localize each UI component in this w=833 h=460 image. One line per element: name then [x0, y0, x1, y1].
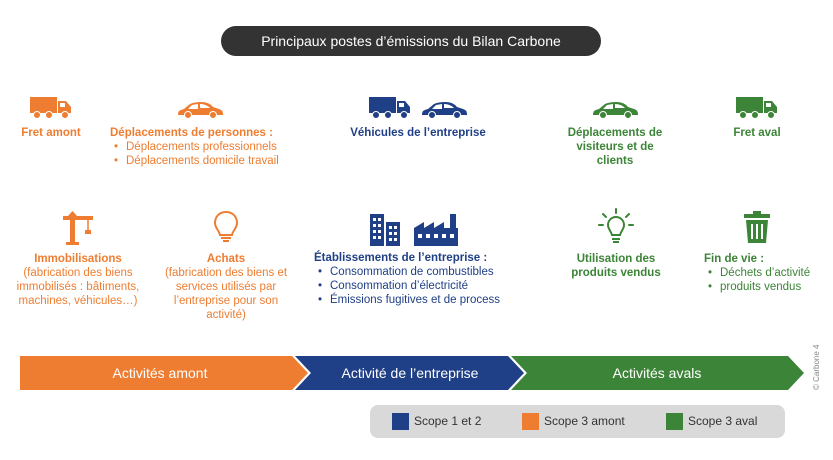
credit-text: © Carbone 4 — [812, 344, 821, 390]
lightbulb-icon — [598, 208, 634, 243]
list-item: Consommation de combustibles — [314, 265, 544, 279]
deplacements-personnes-title: Déplacements de personnes : — [110, 127, 273, 139]
immobilisations-text: (fabrication des biens immobilisés : bât… — [16, 267, 140, 307]
legend-label-scope-1-2: Scope 1 et 2 — [414, 414, 482, 428]
etablissements-list: Consommation de combustibles Consommatio… — [314, 265, 544, 307]
deplacements-personnes-list: Déplacements professionnels Déplacements… — [110, 140, 320, 168]
list-item: Émissions fugitives et de process — [314, 293, 544, 307]
etablissements-title: Établissements de l’entreprise : — [314, 252, 488, 264]
legend-swatch-scope-1-2 — [392, 413, 409, 430]
diagram-title: Principaux postes d’émissions du Bilan C… — [221, 26, 601, 56]
fret-amont-title: Fret amont — [21, 127, 81, 139]
bar-segment-avals — [511, 356, 804, 390]
fret-aval-title: Fret aval — [733, 127, 781, 139]
deplacements-visiteurs-title: Déplacements de visiteurs et de clients — [567, 127, 663, 167]
list-item: Déplacements professionnels — [110, 140, 320, 154]
lightbulb-outline-icon — [213, 210, 239, 242]
legend-swatch-scope-3-amont — [522, 413, 539, 430]
truck-icon — [369, 97, 410, 119]
crane-icon — [63, 211, 93, 245]
deplacements-personnes: Déplacements de personnes : Déplacements… — [110, 100, 320, 168]
vehicules-entreprise: Véhicules de l’entreprise — [338, 96, 498, 140]
car-icon — [178, 102, 223, 119]
factory-icon — [414, 214, 458, 246]
car-icon — [593, 102, 638, 119]
immobilisations-title: Immobilisations — [34, 253, 122, 265]
truck-icon — [736, 97, 777, 119]
fret-aval: Fret aval — [724, 96, 790, 140]
car-icon — [422, 102, 467, 119]
fret-amont: Fret amont — [18, 96, 84, 140]
fin-de-vie-list: Déchets d’activité produits vendus — [704, 266, 830, 294]
achats-text: (fabrication des biens et services utili… — [164, 267, 288, 321]
activity-bar — [20, 356, 804, 390]
list-item: Consommation d’électricité — [314, 279, 544, 293]
trash-icon — [744, 211, 770, 243]
list-item: Déplacements domicile travail — [110, 154, 320, 168]
achats: Achats (fabrication des biens et service… — [160, 210, 292, 322]
legend: Scope 1 et 2 Scope 3 amont Scope 3 aval — [370, 405, 785, 438]
deplacements-visiteurs: Déplacements de visiteurs et de clients — [560, 100, 670, 168]
bar-label-avals: Activités avals — [612, 365, 702, 381]
bar-label-amont: Activités amont — [112, 365, 208, 381]
fin-de-vie: Fin de vie : Déchets d’activité produits… — [704, 210, 830, 294]
etablissements: Établissements de l’entreprise : Consomm… — [314, 210, 544, 307]
bar-segment-entreprise — [295, 356, 524, 390]
legend-label-scope-3-aval: Scope 3 aval — [688, 414, 758, 428]
bar-label-entreprise: Activité de l’entreprise — [341, 365, 479, 381]
bar-segment-amont — [20, 356, 308, 390]
truck-icon — [30, 97, 71, 119]
list-item: Déchets d’activité — [704, 266, 830, 280]
utilisation-title: Utilisation des produits vendus — [571, 253, 661, 279]
vehicules-title: Véhicules de l’entreprise — [350, 127, 486, 139]
legend-label-scope-3-amont: Scope 3 amont — [544, 414, 625, 428]
list-item: produits vendus — [704, 280, 830, 294]
achats-title: Achats — [206, 253, 246, 265]
legend-swatch-scope-3-aval — [666, 413, 683, 430]
buildings-icon — [370, 214, 400, 246]
utilisation-produits: Utilisation des produits vendus — [566, 208, 666, 280]
immobilisations: Immobilisations (fabrication des biens i… — [8, 210, 148, 308]
fin-de-vie-title: Fin de vie : — [704, 253, 765, 265]
